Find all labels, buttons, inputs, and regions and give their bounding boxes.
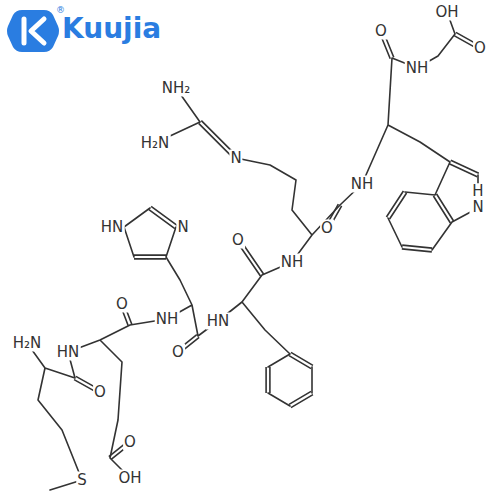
atom-label: S <box>76 472 88 489</box>
atom-label: NH <box>155 311 180 328</box>
atom-label: HN <box>56 344 81 361</box>
atom-label: H₂N <box>140 135 171 152</box>
atom-label: O <box>231 232 245 249</box>
atom-label: NH <box>350 176 375 193</box>
atom-label: NH <box>280 254 305 271</box>
atom-label: O <box>320 220 334 237</box>
registered-mark: ® <box>56 6 65 15</box>
atom-label: H N <box>470 183 487 217</box>
atom-label: O <box>115 296 129 313</box>
atom-label: OH <box>434 4 459 21</box>
atom-label: OH <box>117 470 142 487</box>
atom-label: HN <box>100 219 125 236</box>
atom-label: NH <box>405 60 430 77</box>
atom-label: NH₂ <box>161 80 192 97</box>
brand-name: Kuujia <box>62 15 161 43</box>
atom-label: HN <box>206 313 231 330</box>
atom-label: O <box>93 384 107 401</box>
atom-label: N <box>229 150 242 167</box>
atom-label: H₂N <box>12 335 43 352</box>
atom-label: O <box>473 40 487 57</box>
atom-label: O <box>171 344 185 361</box>
atom-label: O <box>374 23 388 40</box>
atom-label: N <box>176 219 189 236</box>
atom-label: O <box>123 434 137 451</box>
double-bonds <box>75 31 480 458</box>
